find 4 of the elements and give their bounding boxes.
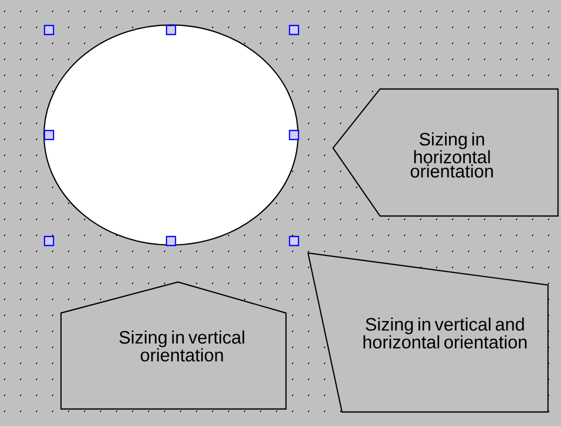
node-label: Sizing in vertical and horizontal orientation bbox=[364, 317, 527, 348]
node-label: Sizing in horizontal orientation bbox=[410, 132, 493, 178]
node-label: Sizing in vertical orientation bbox=[119, 330, 244, 362]
ellipse-shape bbox=[43, 24, 299, 246]
